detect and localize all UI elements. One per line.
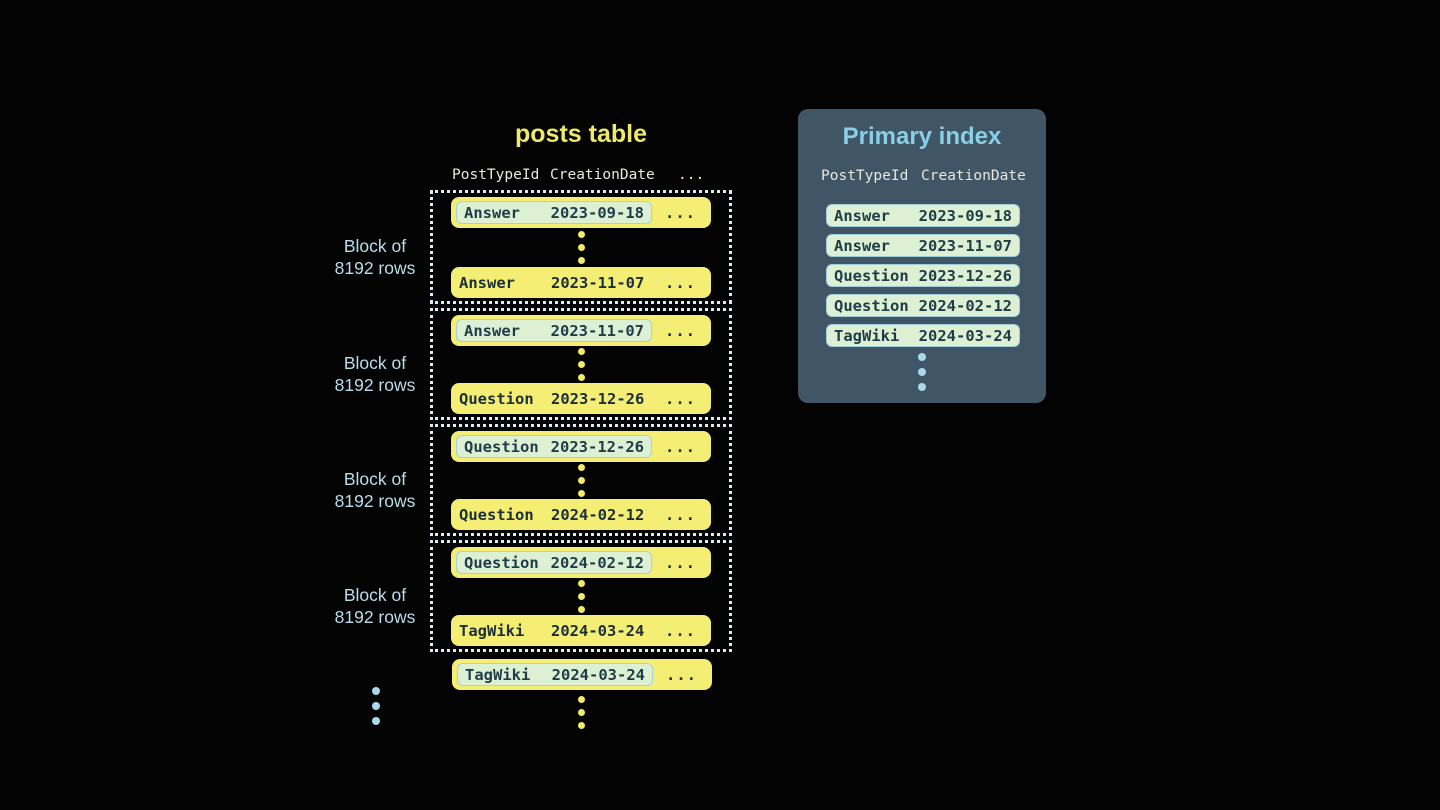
post-type: TagWiki — [459, 621, 525, 640]
post-type: Question — [464, 553, 539, 572]
creation-date: 2023-12-26 — [550, 437, 644, 456]
posts-column-posttypeid: PostTypeId — [452, 167, 540, 183]
ellipsis-dots-vertical — [577, 348, 585, 381]
post-type: Answer — [834, 236, 890, 255]
table-row-first: Answer 2023-11-07 ... — [451, 315, 711, 346]
ellipsis-dots-vertical — [578, 696, 585, 729]
block-label-line1: Block of — [343, 469, 407, 489]
row-ellipsis: ... — [665, 505, 696, 524]
row-ellipsis: ... — [665, 203, 696, 222]
post-type: Answer — [459, 273, 515, 292]
row-ellipsis: ... — [665, 273, 696, 292]
post-type: Answer — [464, 203, 520, 222]
creation-date: 2023-09-18 — [550, 203, 644, 222]
overflow-row-wrap: TagWiki 2024-03-24 ... — [452, 659, 712, 690]
row-ellipsis: ... — [665, 321, 696, 340]
creation-date: 2024-03-24 — [918, 326, 1012, 345]
posts-block-1: Answer 2023-09-18 ... Answer 2023-11-07 … — [430, 190, 732, 304]
highlighted-cell: Question 2023-12-26 — [456, 435, 652, 458]
ellipsis-dots-vertical — [577, 231, 585, 264]
creation-date: 2024-02-12 — [551, 505, 645, 524]
block-label-line1: Block of — [343, 236, 407, 256]
row-ellipsis: ... — [665, 553, 696, 572]
highlighted-cell: Answer 2023-09-18 — [456, 201, 652, 224]
creation-date: 2023-09-18 — [918, 206, 1012, 225]
block-size-label: Block of 8192 rows — [300, 353, 450, 396]
block-size-label: Block of 8192 rows — [300, 236, 450, 279]
table-row-last: Question 2024-02-12 ... — [451, 499, 711, 530]
creation-date: 2024-03-24 — [551, 665, 645, 684]
index-row: Question 2024-02-12 — [826, 294, 1020, 317]
index-row: Question 2023-12-26 — [826, 264, 1020, 287]
row-ellipsis: ... — [665, 621, 696, 640]
index-row: Answer 2023-09-18 — [826, 204, 1020, 227]
posts-column-more: ... — [678, 167, 705, 183]
ellipsis-dots-vertical — [577, 464, 585, 497]
creation-date: 2024-03-24 — [551, 621, 645, 640]
row-ellipsis: ... — [665, 389, 696, 408]
post-type: Answer — [464, 321, 520, 340]
table-row-last: TagWiki 2024-03-24 ... — [451, 615, 711, 646]
creation-date: 2024-02-12 — [918, 296, 1012, 315]
block-label-line2: 8192 rows — [334, 490, 416, 511]
index-row: Answer 2023-11-07 — [826, 234, 1020, 257]
primary-index-panel: Primary index PostTypeId CreationDate An… — [798, 109, 1046, 403]
index-column-posttypeid: PostTypeId — [821, 168, 909, 184]
block-size-label: Block of 8192 rows — [300, 585, 450, 628]
more-index-rows-dots-vertical — [918, 353, 926, 391]
post-type: Question — [459, 505, 534, 524]
post-type: Question — [834, 296, 909, 315]
block-size-label: Block of 8192 rows — [300, 469, 450, 512]
post-type: TagWiki — [465, 665, 531, 684]
block-label-line2: 8192 rows — [334, 374, 416, 395]
row-ellipsis: ... — [666, 665, 697, 684]
table-row-first: Question 2024-02-12 ... — [451, 547, 711, 578]
table-row-overflow: TagWiki 2024-03-24 ... — [452, 659, 712, 690]
table-row-first: Answer 2023-09-18 ... — [451, 197, 711, 228]
creation-date: 2023-12-26 — [551, 389, 645, 408]
primary-index-title: Primary index — [842, 123, 1002, 150]
posts-block-3: Question 2023-12-26 ... Question 2024-02… — [430, 424, 732, 536]
highlighted-cell: TagWiki 2024-03-24 — [457, 663, 653, 686]
table-row-last: Answer 2023-11-07 ... — [451, 267, 711, 298]
table-row-first: Question 2023-12-26 ... — [451, 431, 711, 462]
posts-table-title: posts table — [515, 120, 647, 148]
creation-date: 2023-12-26 — [918, 266, 1012, 285]
more-blocks-dots-vertical — [372, 687, 380, 725]
posts-block-2: Answer 2023-11-07 ... Question 2023-12-2… — [430, 308, 732, 420]
posts-block-4: Question 2024-02-12 ... TagWiki 2024-03-… — [430, 540, 732, 652]
creation-date: 2023-11-07 — [551, 273, 645, 292]
row-ellipsis: ... — [665, 437, 696, 456]
post-type: Answer — [834, 206, 890, 225]
highlighted-cell: Question 2024-02-12 — [456, 551, 652, 574]
index-column-creationdate: CreationDate — [921, 168, 1026, 184]
table-row-last: Question 2023-12-26 ... — [451, 383, 711, 414]
post-type: Question — [464, 437, 539, 456]
ellipsis-dots-vertical — [577, 580, 585, 613]
block-label-line2: 8192 rows — [334, 257, 416, 278]
block-label-line2: 8192 rows — [334, 606, 416, 627]
creation-date: 2023-11-07 — [550, 321, 644, 340]
index-row: TagWiki 2024-03-24 — [826, 324, 1020, 347]
highlighted-cell: Answer 2023-11-07 — [456, 319, 652, 342]
block-label-line1: Block of — [343, 353, 407, 373]
creation-date: 2024-02-12 — [550, 553, 644, 572]
block-label-line1: Block of — [343, 585, 407, 605]
post-type: TagWiki — [834, 326, 900, 345]
posts-column-creationdate: CreationDate — [550, 167, 655, 183]
post-type: Question — [834, 266, 909, 285]
creation-date: 2023-11-07 — [918, 236, 1012, 255]
post-type: Question — [459, 389, 534, 408]
